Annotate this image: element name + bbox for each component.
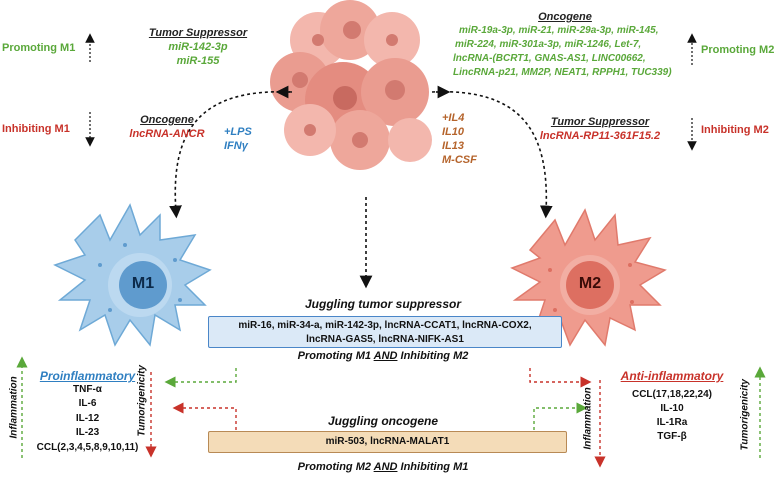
m2-stimulus-3: IL13 [442, 140, 465, 152]
tumor-to-m1-arrow [169, 90, 293, 219]
proinflammatory-item-5: CCL(2,3,4,5,8,9,10,11) [36, 442, 139, 453]
juggling-suppressor-box: miR-16, miR-34-a, miR-142-3p, lncRNA-CCA… [208, 316, 562, 348]
inhibiting-m2-label: Inhibiting M2 [701, 124, 769, 136]
left-tumorigenicity-label: Tumorigenicity [136, 365, 148, 437]
m2-stimulus-4: M-CSF [442, 154, 477, 166]
promoting-m2-label: Promoting M2 [701, 44, 775, 56]
right-tumor-suppressor-item: lncRNA-RP11-361F15.2 [539, 130, 661, 142]
right-tumorigenicity-label: Tumorigenicity [739, 379, 751, 451]
left-tumor-suppressor-item-1: miR-142-3p [168, 41, 228, 53]
promoting-m2-and-inhibiting-m1: Promoting M2 AND Inhibiting M1 [297, 461, 469, 473]
m1-stimulus-1: +LPS [224, 126, 252, 138]
tumor-to-m2-arrow [431, 91, 553, 219]
left-tumor-suppressor-item-2: miR-155 [176, 55, 220, 67]
right-oncogene-line-3: lncRNA-(BCRT1, GNAS-AS1, LINC00662, [453, 53, 646, 64]
inhibiting-m1-label: Inhibiting M1 [2, 123, 70, 135]
oncogene-to-m2-arrow [533, 402, 588, 430]
m2-stimulus-1: +IL4 [442, 112, 465, 124]
left-oncogene-header: Oncogene [140, 114, 194, 126]
m2-macrophage-illustration [510, 208, 667, 347]
promoting-m1-label: Promoting M1 [2, 42, 76, 54]
proinflammatory-item-1: TNF-α [73, 384, 102, 395]
suppressor-line-1: miR-16, miR-34-a, miR-142-3p, lncRNA-CCA… [238, 320, 532, 331]
m1-stimulus-2: IFNγ [224, 140, 248, 152]
juggling-suppressor-title: Juggling tumor suppressor [304, 297, 461, 311]
m2-label: M2 [578, 275, 602, 292]
anti-inflammatory-item-1: CCL(17,18,22,24) [631, 389, 713, 400]
suppressor-to-m2-arrow [529, 368, 592, 388]
tumor-illustration [270, 0, 432, 170]
juggling-oncogene-title: Juggling oncogene [328, 414, 438, 428]
suppressor-to-m1-arrow [164, 368, 237, 388]
left-inflammation-label: Inflammation [8, 376, 20, 439]
anti-inflammatory-item-4: TGF-β [657, 431, 687, 442]
right-oncogene-line-1: miR-19a-3p, miR-21, miR-29a-3p, miR-145, [459, 25, 659, 36]
juggling-oncogene-box: miR-503, lncRNA-MALAT1 [208, 431, 567, 453]
right-oncogene-line-4: LincRNA-p21, MM2P, NEAT1, RPPH1, TUC339) [453, 67, 672, 78]
right-oncogene-header: Oncogene [538, 11, 592, 23]
left-oncogene-item: lncRNA-ANCR [129, 128, 205, 140]
m1-macrophage-illustration [53, 203, 212, 347]
promoting-m1-and-inhibiting-m2: Promoting M1 AND Inhibiting M2 [297, 350, 469, 362]
anti-inflammatory-item-2: IL-10 [660, 403, 684, 414]
oncogene-to-m1-arrow [172, 402, 237, 430]
anti-inflammatory-header: Anti-inflammatory [620, 369, 724, 383]
m1-label: M1 [131, 275, 155, 292]
proinflammatory-header: Proinflammatory [39, 369, 136, 383]
oncogene-line: miR-503, lncRNA-MALAT1 [325, 436, 450, 447]
suppressor-line-2: lncRNA-GAS5, lncRNA-NIFK-AS1 [306, 334, 464, 345]
anti-inflammatory-item-3: IL-1Ra [656, 417, 688, 428]
right-tumor-suppressor-header: Tumor Suppressor [550, 116, 650, 128]
right-oncogene-line-2: miR-224, miR-301a-3p, miR-1246, Let-7, [455, 39, 642, 50]
left-tumor-suppressor-header: Tumor Suppressor [148, 27, 248, 39]
right-inflammation-label: Inflammation [582, 387, 594, 450]
proinflammatory-item-4: IL-23 [75, 427, 100, 438]
m2-stimulus-2: IL10 [442, 126, 465, 138]
proinflammatory-item-2: IL-6 [78, 398, 97, 409]
proinflammatory-item-3: IL-12 [75, 413, 100, 424]
